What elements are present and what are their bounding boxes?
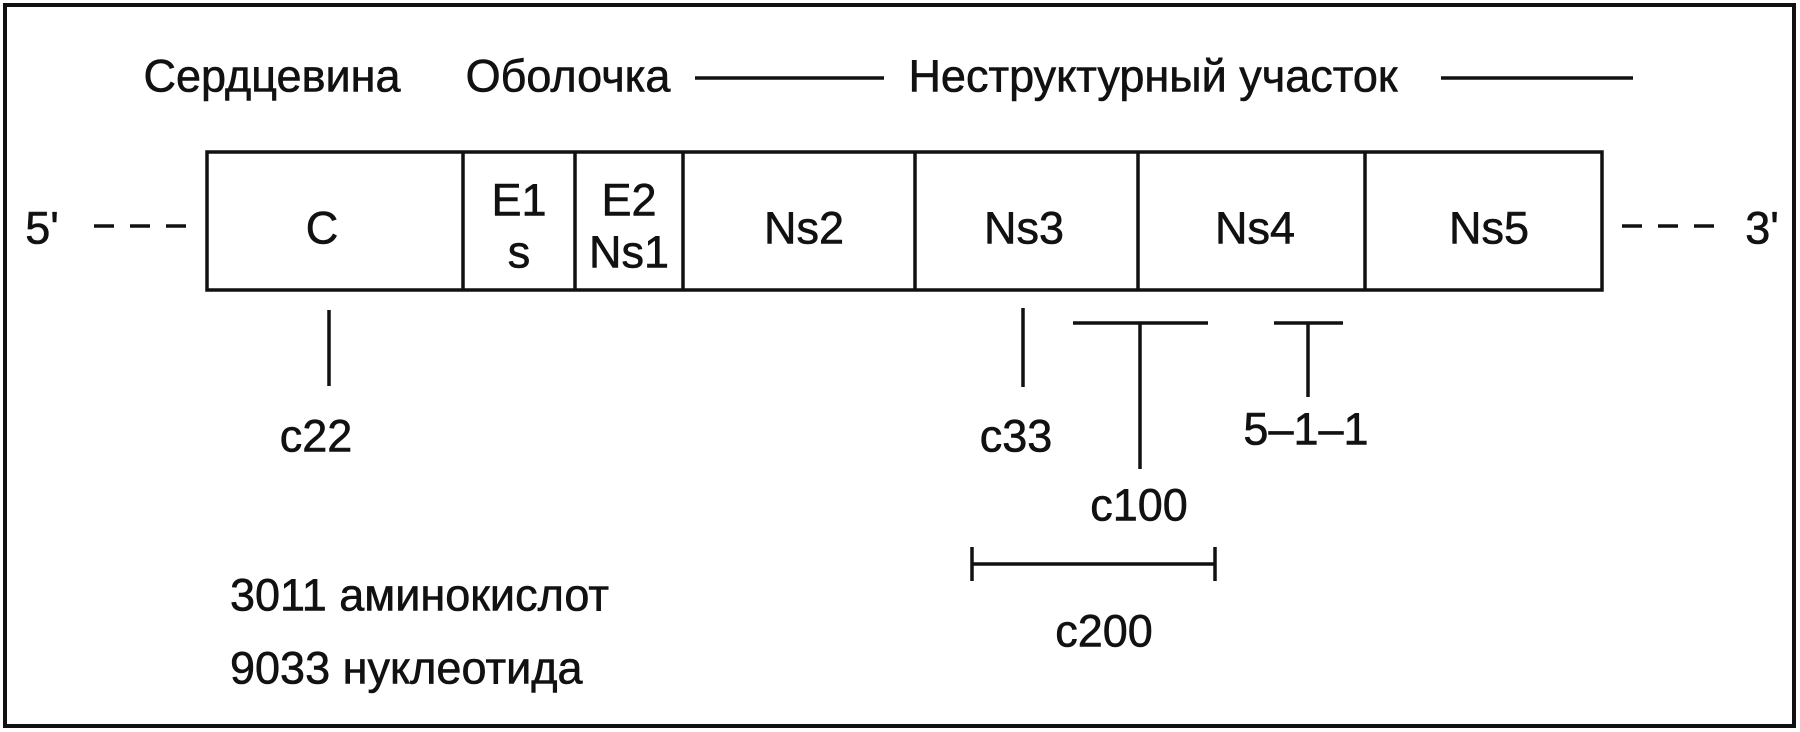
segment-label-ns5: Ns5 [1449,203,1529,254]
antigen-c33-label: c33 [980,411,1053,462]
genome-box [205,150,1604,292]
three-prime-label: 3' [1745,203,1779,254]
segment-label-e2-sub: Ns1 [589,227,669,278]
outer-frame [3,3,1796,728]
antigen-5-1-1-label: 5–1–1 [1243,404,1368,455]
antigen-c200-label: c200 [1055,606,1153,657]
segment-label-ns2: Ns2 [764,203,844,254]
segment-label-ns4: Ns4 [1215,203,1295,254]
antigen-c100-label: c100 [1090,480,1188,531]
segment-label-c: C [306,203,339,254]
segment-label-e1: E1 [491,175,546,226]
header-envelope-label: Оболочка [466,51,672,102]
segment-label-ns3: Ns3 [984,203,1064,254]
segment-label-e1-sub: s [508,227,531,278]
antigen-c22-label: c22 [280,411,353,462]
note-nucleotides: 9033 нуклеотида [230,643,583,694]
five-prime-label: 5' [25,203,59,254]
header-core-label: Сердцевина [144,51,402,102]
note-amino-acids: 3011 аминокислот [230,570,609,621]
segment-label-e2: E2 [601,175,656,226]
header-nonstructural-label: Неструктурный участок [908,51,1397,102]
